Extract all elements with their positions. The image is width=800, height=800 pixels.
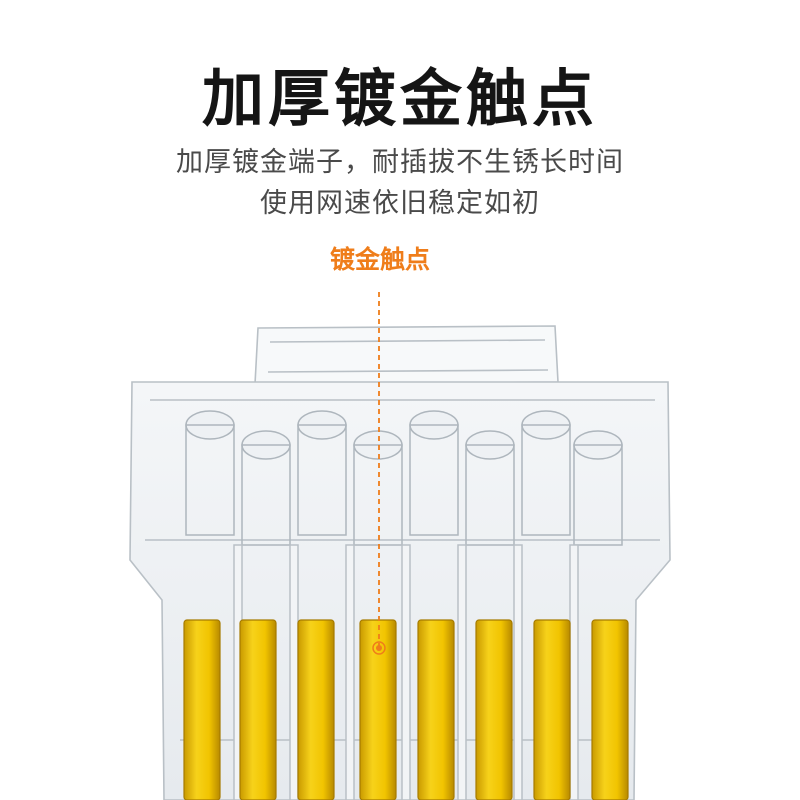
callout-leader: [372, 292, 386, 655]
callout-label: 镀金触点: [329, 245, 430, 274]
gold-contact-5: [417, 619, 455, 800]
gold-contact-1: [183, 619, 221, 800]
rj45-connector-illustration: [129, 292, 671, 800]
gold-contact-3: [297, 619, 335, 800]
gold-contact-4: [359, 619, 397, 800]
gold-contact-2: [239, 619, 277, 800]
gold-contact-8: [591, 619, 629, 800]
description-line-1: 加厚镀金端子，耐插拔不生锈长时间: [176, 147, 624, 178]
gold-contact-6: [475, 619, 513, 800]
wire-channels: [185, 410, 623, 546]
headline: 加厚镀金触点: [201, 62, 598, 135]
gold-contact-7: [533, 619, 571, 800]
description-line-2: 使用网速依旧稳定如初: [260, 188, 540, 219]
gold-contacts: [183, 619, 629, 800]
